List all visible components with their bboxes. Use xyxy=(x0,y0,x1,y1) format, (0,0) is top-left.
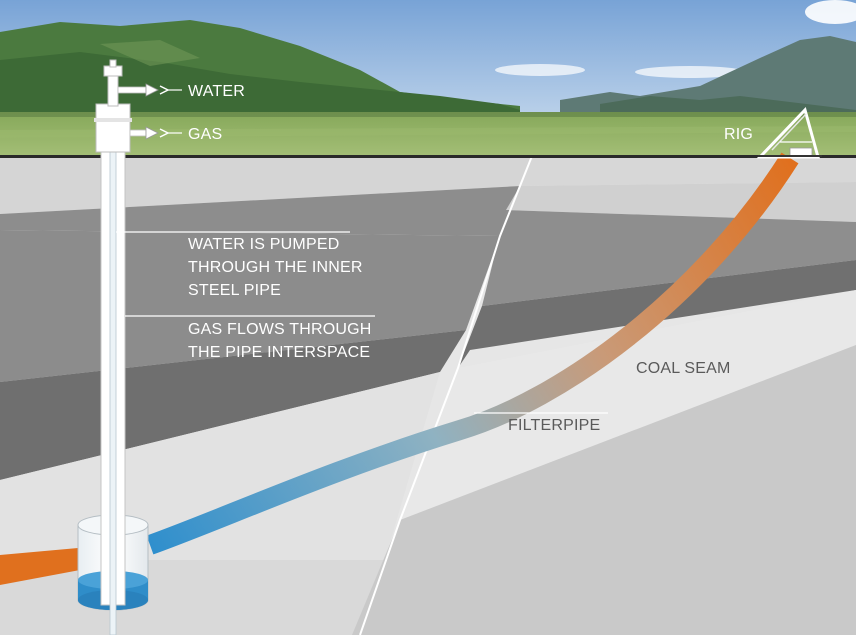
water-pumped-line-1: WATER IS PUMPED xyxy=(188,236,339,253)
water-outlet xyxy=(117,86,147,94)
layer-left-a xyxy=(0,186,520,236)
well xyxy=(77,59,375,635)
surface-line xyxy=(0,155,856,158)
coal-seam xyxy=(400,290,856,520)
gas-outlet xyxy=(129,129,147,137)
drilling-rig xyxy=(756,107,822,159)
layer-topsoil-right xyxy=(520,156,856,186)
water-pumped-line-3: STEEL PIPE xyxy=(188,282,281,299)
layer-topsoil-left xyxy=(0,156,532,214)
layer-right-bottom xyxy=(352,345,856,635)
meadow-patch xyxy=(100,40,200,66)
labels: WATER GAS RIG WATER IS PUMPED THROUGH TH… xyxy=(188,83,753,434)
gas-arrow-icon xyxy=(145,126,159,140)
field-stripe xyxy=(0,126,856,138)
filter-pipe xyxy=(146,152,799,555)
gas-flows-line-2: THE PIPE INTERSPACE xyxy=(188,344,370,361)
water-arrow-icon xyxy=(145,83,159,97)
water-label: WATER xyxy=(188,83,245,100)
wellhead-valve xyxy=(109,59,117,68)
cloud xyxy=(805,0,856,24)
cloud xyxy=(495,64,585,76)
wellhead-stem xyxy=(107,71,119,107)
filterpipe-label: FILTERPIPE xyxy=(508,417,600,434)
rig-mast xyxy=(771,113,807,151)
hedge-line xyxy=(0,112,856,117)
wellhead-flange xyxy=(94,118,132,122)
cloud xyxy=(635,66,745,78)
coal-seam-label: COAL SEAM xyxy=(636,360,731,377)
rig-engine xyxy=(789,147,813,157)
orange-pipe-left xyxy=(0,548,80,585)
drill-pipe xyxy=(0,152,799,585)
gas-label: GAS xyxy=(188,126,222,143)
layer-right-a xyxy=(482,210,856,306)
inner-steel-pipe xyxy=(109,149,117,635)
wellhead-body xyxy=(95,103,131,153)
gas-flows-line-1: GAS FLOWS THROUGH xyxy=(188,321,372,338)
fault-line xyxy=(359,155,533,635)
water-pumped-line-2: THROUGH THE INNER xyxy=(188,259,363,276)
rig-label: RIG xyxy=(724,126,753,143)
